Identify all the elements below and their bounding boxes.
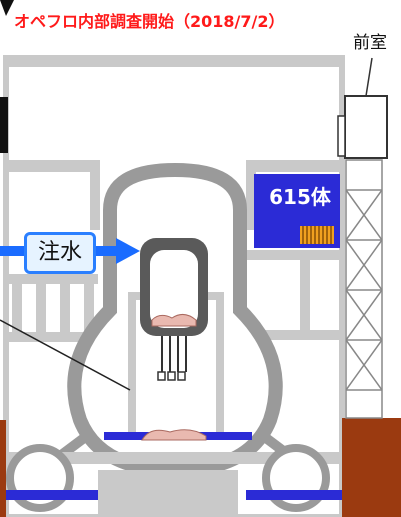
basement-floor xyxy=(6,452,342,464)
basement-center-block xyxy=(98,470,238,517)
left-column-1 xyxy=(12,284,22,340)
arrow-right-icon xyxy=(96,238,140,264)
left-dark-bar xyxy=(0,97,8,153)
right-room-wall xyxy=(246,160,342,172)
top-floor-slab xyxy=(6,58,342,67)
ground-left xyxy=(0,420,6,517)
rpv-inner xyxy=(150,250,198,328)
left-room-wall xyxy=(6,160,98,172)
left-column-3 xyxy=(60,284,70,340)
fuel-rack xyxy=(300,226,334,244)
fuel-rack-lines xyxy=(302,226,332,244)
anteroom-leader xyxy=(365,57,373,97)
anteroom-label: 前室 xyxy=(353,33,387,53)
right-column xyxy=(300,260,310,330)
page-title: オペフロ内部調査開始（2018/7/2） xyxy=(14,12,285,31)
fuel-pool-count: 615体 xyxy=(269,185,331,209)
right-lower-floor xyxy=(246,330,342,340)
left-room-wall-2 xyxy=(90,160,100,230)
drive-ends xyxy=(157,371,186,381)
anteroom-side xyxy=(337,115,346,157)
rpv-debris xyxy=(151,314,197,327)
left-column-4 xyxy=(84,284,94,340)
control-rod-drives xyxy=(161,336,187,372)
anteroom-box xyxy=(344,95,388,159)
annotation-leader xyxy=(0,319,131,391)
right-room-wall-2 xyxy=(246,160,256,230)
pcv-floor-debris xyxy=(141,429,207,441)
scaffold-tower xyxy=(345,159,383,419)
left-lower-floor xyxy=(6,332,98,342)
left-column-2 xyxy=(36,284,46,340)
right-mid-floor xyxy=(246,250,342,260)
left-room-floor xyxy=(6,274,98,284)
torus-water-right xyxy=(246,490,342,500)
torus-water-left xyxy=(6,490,98,500)
corner-decoration xyxy=(0,0,14,16)
water-injection-label: 注水 xyxy=(24,232,96,274)
ground-right xyxy=(342,418,401,517)
water-line-left xyxy=(0,246,24,256)
